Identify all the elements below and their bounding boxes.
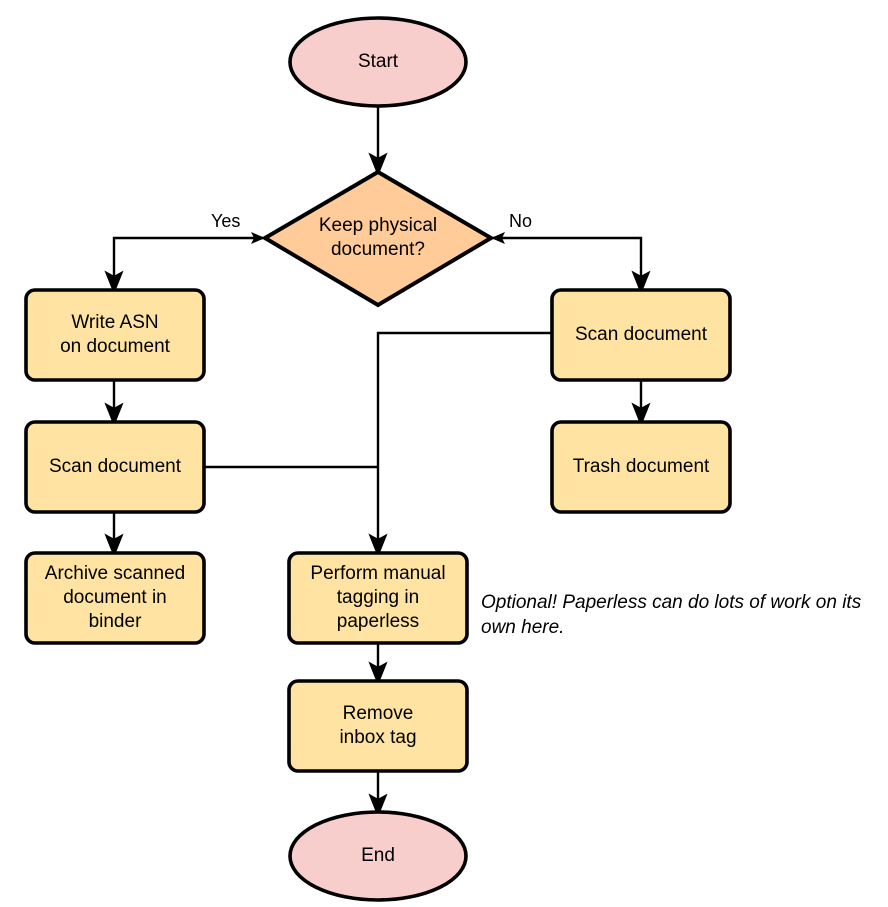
node-start[interactable] bbox=[288, 16, 468, 108]
edge-label-no: No bbox=[509, 211, 533, 231]
decision-side-arrowheads bbox=[251, 232, 505, 244]
node-write-asn[interactable] bbox=[24, 288, 206, 382]
edge-yes-to-write-asn bbox=[104, 236, 263, 295]
node-end[interactable] bbox=[288, 810, 468, 902]
node-decision-keep-physical-document[interactable] bbox=[261, 169, 495, 308]
node-scan-document-right[interactable] bbox=[550, 288, 732, 382]
node-remove-inbox-tag[interactable] bbox=[287, 679, 469, 773]
node-trash-document[interactable] bbox=[550, 420, 732, 514]
node-perform-manual-tagging[interactable] bbox=[287, 551, 469, 645]
optional-note: Optional! Paperless can do lots of work … bbox=[481, 592, 862, 638]
node-archive-scanned-document[interactable] bbox=[24, 551, 206, 645]
node-scan-document-left[interactable] bbox=[24, 420, 206, 514]
edge-scan-right-to-manual-tagging bbox=[368, 331, 552, 558]
edge-label-yes: Yes bbox=[211, 211, 241, 231]
edge-no-to-scan-right bbox=[493, 236, 651, 295]
